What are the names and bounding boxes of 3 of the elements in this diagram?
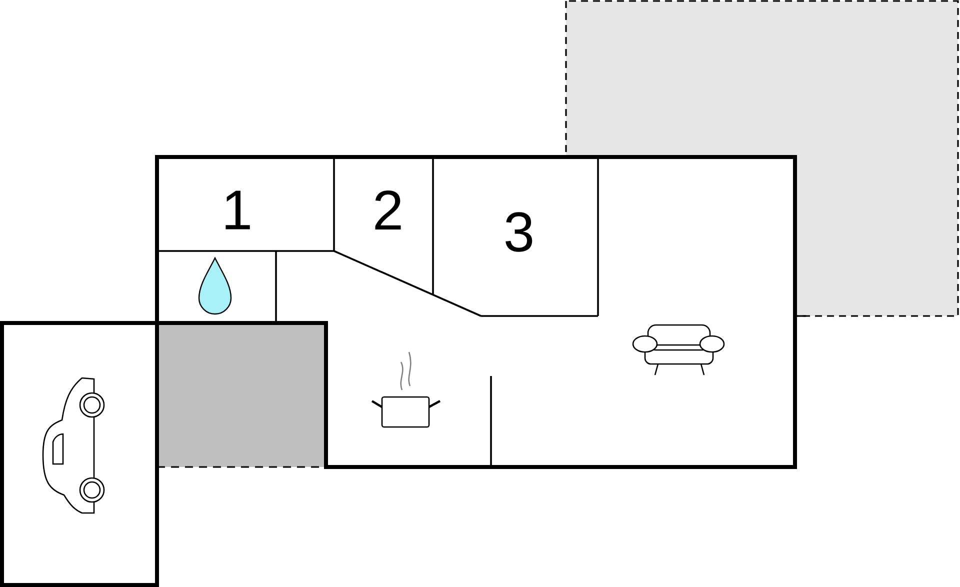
room-number: 2 xyxy=(375,190,401,230)
room-number: 1 xyxy=(226,190,250,230)
room-number: 3 xyxy=(506,212,532,252)
